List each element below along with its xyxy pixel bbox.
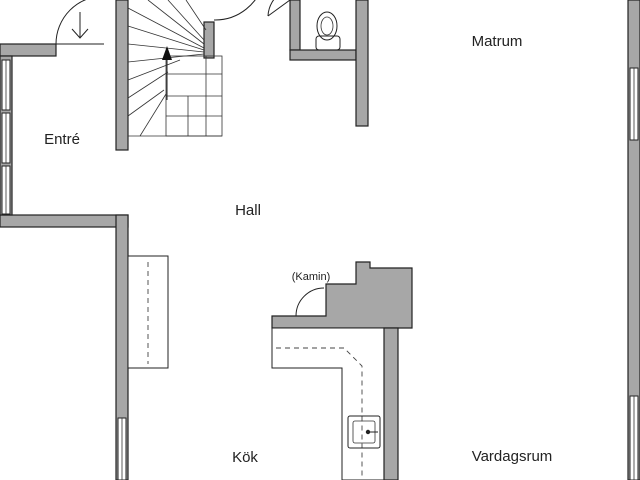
room-label-hall: Hall	[235, 202, 261, 219]
fireplace-label: (Kamin)	[292, 271, 331, 283]
kitchen-island	[271, 327, 399, 480]
room-label-entre: Entré	[44, 131, 80, 148]
room-label-matrum: Matrum	[472, 33, 523, 50]
wc-room: WC	[267, 0, 369, 127]
fireplace-block: (Kamin)	[271, 261, 413, 329]
staircase	[115, 0, 256, 151]
room-label-wc: WC	[302, 0, 327, 2]
entrance-door	[55, 0, 104, 45]
room-label-vardagsrum: Vardagsrum	[472, 448, 553, 465]
right-exterior-wall	[627, 0, 640, 480]
room-label-kok: Kök	[232, 449, 258, 466]
left-exterior-wall	[0, 43, 129, 228]
kitchen-left-wall	[115, 214, 169, 480]
